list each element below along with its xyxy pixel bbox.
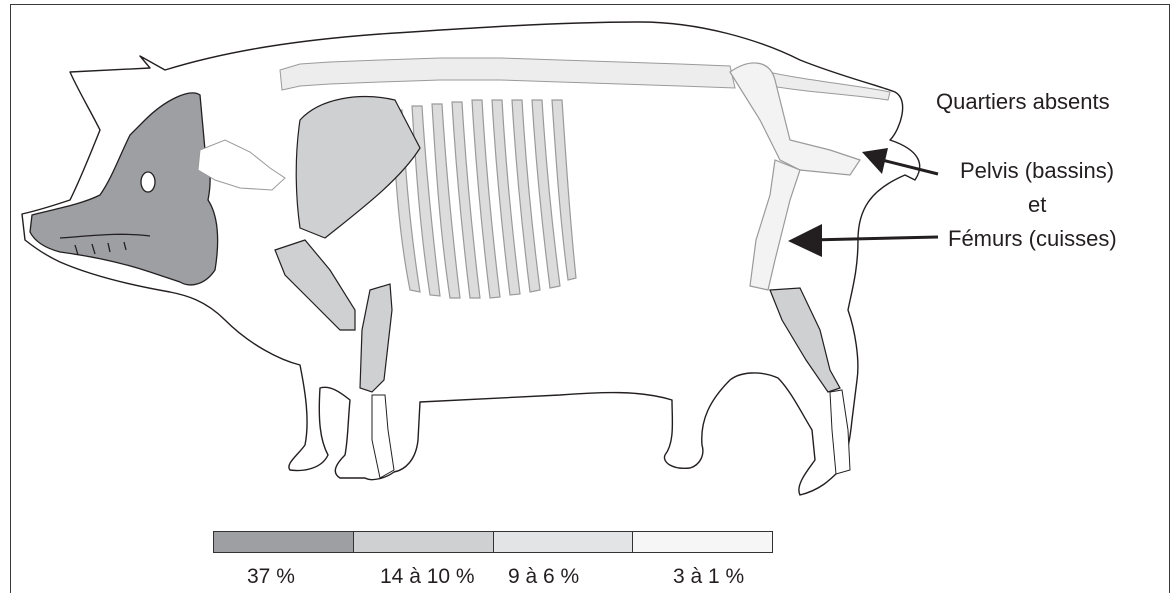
femur-arrow	[788, 224, 938, 257]
hindleg-bones	[730, 63, 860, 290]
legend-label-37: 37 %	[247, 565, 295, 589]
pelvis-arrow	[862, 148, 938, 174]
femurs-label: Fémurs (cuisses)	[948, 226, 1117, 252]
legend-swatch-3-1	[633, 532, 772, 552]
legend-label-9-6: 9 à 6 %	[508, 565, 579, 589]
legend-swatch-37	[214, 532, 354, 552]
legend-label-14-10: 14 à 10 %	[380, 565, 475, 589]
percentage-legend	[213, 531, 773, 553]
legend-swatch-14-10	[354, 532, 494, 552]
skull	[30, 93, 218, 285]
foot-bones	[372, 390, 850, 478]
conjunction-label: et	[1028, 192, 1046, 218]
missing-parts-title: Quartiers absents	[936, 89, 1110, 115]
legend-swatch-9-6	[494, 532, 634, 552]
legend-label-3-1: 3 à 1 %	[673, 565, 744, 589]
rib-cage	[392, 100, 576, 298]
pelvis-label: Pelvis (bassins)	[960, 158, 1114, 184]
